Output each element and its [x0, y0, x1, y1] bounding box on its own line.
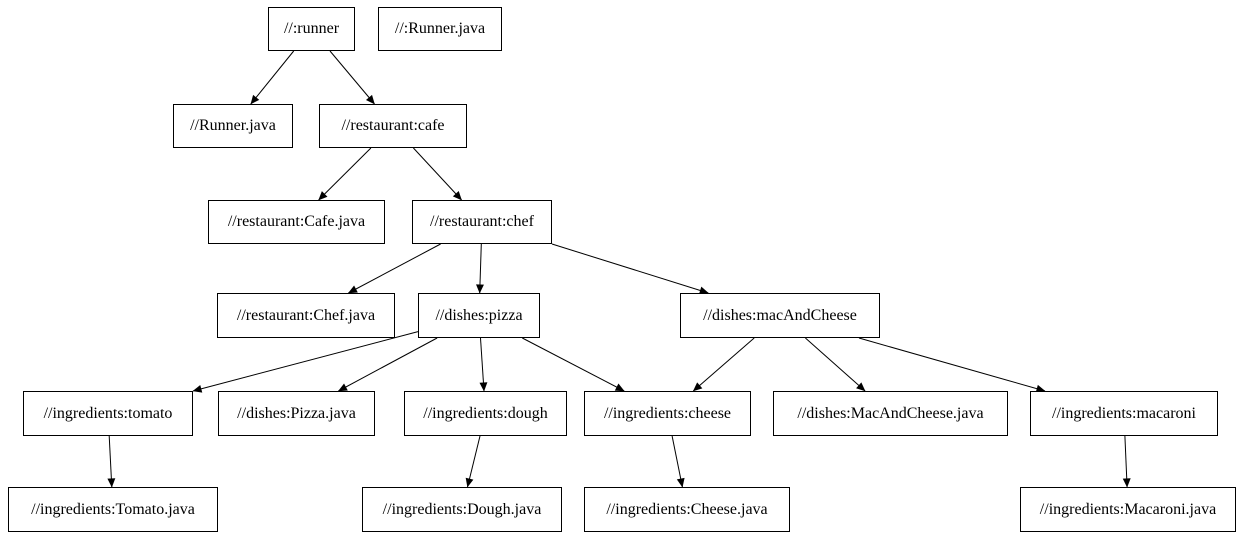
graph-node-chef: //restaurant:chef: [412, 200, 552, 244]
graph-node-pizza-java: //dishes:Pizza.java: [218, 391, 375, 436]
graph-node-tomato-java: //ingredients:Tomato.java: [8, 487, 218, 532]
edge-group: [107, 50, 1131, 488]
graph-node-dough: //ingredients:dough: [404, 391, 567, 436]
graph-node-pizza: //dishes:pizza: [418, 293, 540, 338]
edge-cafe-to-cafe-java: [318, 147, 372, 201]
edge-mac-and-cheese-to-mac-and-cheese-java: [805, 337, 866, 392]
edge-pizza-to-pizza-java: [338, 337, 438, 392]
graph-node-runner: //:runner: [268, 7, 355, 51]
edge-tomato-to-tomato-java: [107, 435, 116, 488]
graph-node-mac-and-cheese-java: //dishes:MacAndCheese.java: [773, 391, 1008, 436]
graph-node-tomato: //ingredients:tomato: [23, 391, 193, 436]
edge-pizza-to-dough: [479, 337, 488, 392]
graph-node-dough-java: //ingredients:Dough.java: [362, 487, 562, 532]
graph-node-macaroni: //ingredients:macaroni: [1030, 391, 1218, 436]
edge-mac-and-cheese-to-cheese: [692, 337, 755, 392]
edge-runner-to-cafe: [329, 50, 375, 105]
edge-mac-and-cheese-to-macaroni: [858, 337, 1046, 393]
graph-node-cheese-java: //ingredients:Cheese.java: [584, 487, 790, 532]
edge-pizza-to-tomato: [192, 331, 419, 393]
graph-node-cheese: //ingredients:cheese: [584, 391, 751, 436]
graph-node-cafe: //restaurant:cafe: [319, 104, 467, 148]
graph-node-runner-java-src: //:Runner.java: [378, 7, 502, 51]
graph-node-mac-and-cheese: //dishes:macAndCheese: [680, 293, 880, 338]
graph-node-runner-java: //Runner.java: [173, 104, 293, 148]
edge-cheese-to-cheese-java: [671, 435, 685, 488]
edge-dough-to-dough-java: [465, 435, 481, 488]
graph-node-chef-java: //restaurant:Chef.java: [217, 293, 395, 338]
graph-node-macaroni-java: //ingredients:Macaroni.java: [1020, 487, 1236, 532]
edge-macaroni-to-macaroni-java: [1122, 435, 1131, 488]
edge-cafe-to-chef: [413, 147, 462, 201]
edge-chef-to-mac-and-cheese: [551, 243, 709, 295]
graph-node-cafe-java: //restaurant:Cafe.java: [208, 200, 385, 244]
edge-chef-to-pizza: [476, 243, 484, 294]
edge-runner-to-runner-java: [250, 50, 295, 105]
edge-chef-to-chef-java: [348, 243, 441, 294]
edge-pizza-to-cheese: [522, 337, 625, 392]
